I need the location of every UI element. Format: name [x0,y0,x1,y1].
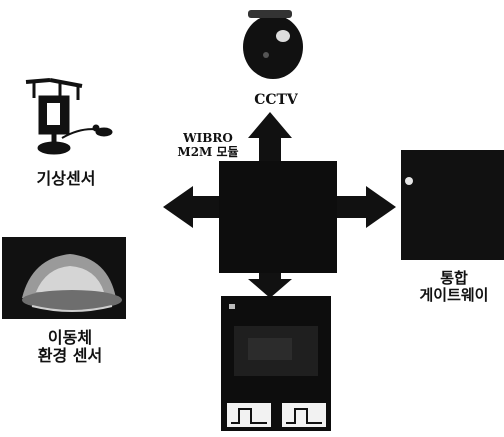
center-module-label-line2: M2M 모듈 [177,144,239,159]
circuit-board-icon [221,296,331,431]
gateway-label-line2: 게이트웨이 [419,286,489,305]
mobile-sensor-label: 이동체 환경 센서 [22,328,118,366]
center-module-block [219,161,337,273]
mobile-environment-sensor-icon [2,237,126,319]
weather-sensor-label: 기상센서 [36,169,96,188]
center-module-label: WIBRO M2M 모듈 [160,131,256,160]
weather-sensor-icon [25,78,113,155]
mobile-sensor-label-line1: 이동체 [47,328,93,347]
mobile-sensor-label-line2: 환경 센서 [37,346,103,366]
arrow-right [337,186,396,228]
cctv-label: CCTV [254,92,298,108]
arrow-up [248,112,292,161]
gateway-label-line1: 통합 [440,269,468,287]
arrow-left [163,186,219,228]
gateway-device-icon [401,150,504,260]
cctv-camera-icon [243,10,303,79]
center-module-label-line1: WIBRO [183,131,233,145]
arrow-down [248,273,292,298]
gateway-label: 통합 게이트웨이 [404,269,504,305]
